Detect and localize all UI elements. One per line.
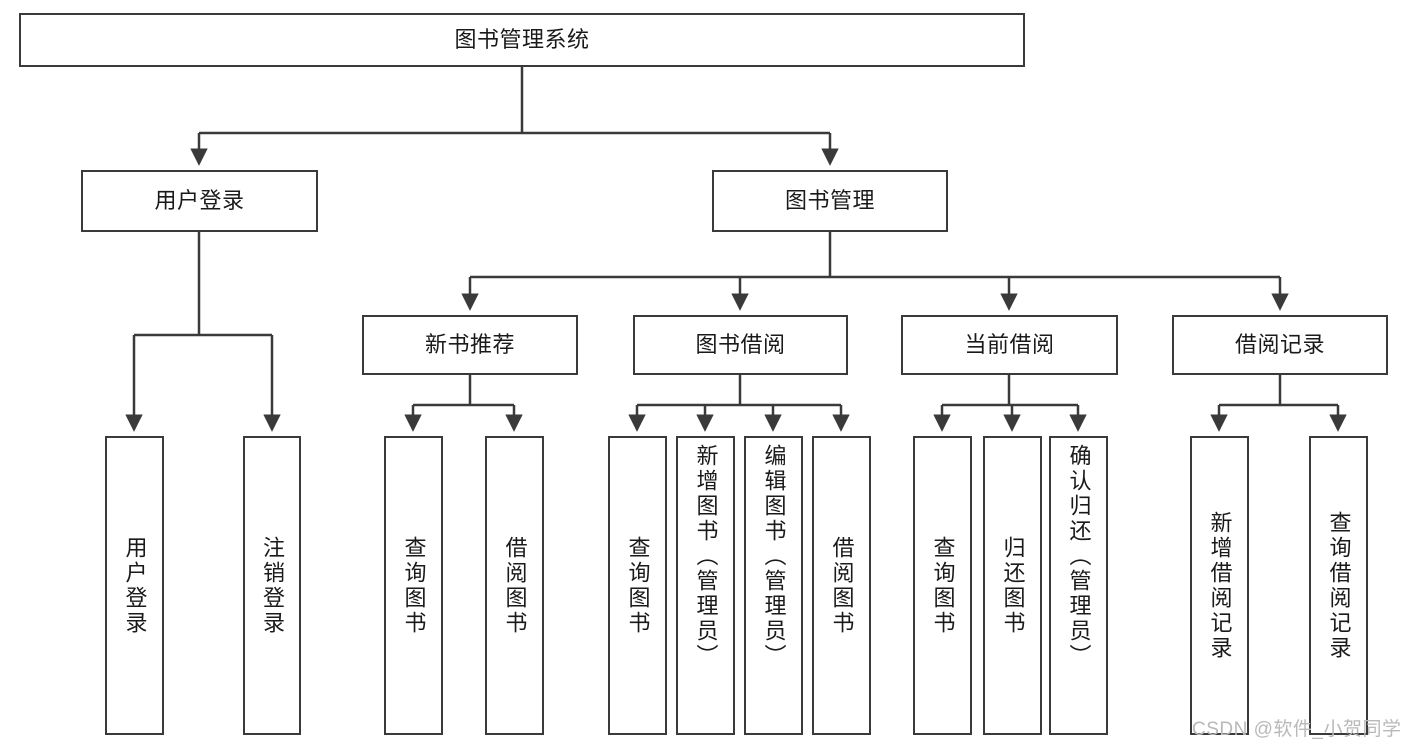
node-leaf-edit-book[interactable]: 编辑图书（管理员） bbox=[744, 436, 803, 735]
node-leaf-query-book-2[interactable]: 查询图书 bbox=[608, 436, 667, 735]
node-current-borrow[interactable]: 当前借阅 bbox=[901, 315, 1118, 375]
node-leaf-borrow-book-2-label: 借阅图书 bbox=[829, 535, 855, 636]
node-leaf-return-book-label: 归还图书 bbox=[1000, 535, 1026, 636]
node-borrow-record-label: 借阅记录 bbox=[1234, 331, 1325, 357]
node-leaf-borrow-book-2[interactable]: 借阅图书 bbox=[812, 436, 871, 735]
node-leaf-query-record-label: 查询借阅记录 bbox=[1326, 510, 1352, 661]
node-leaf-confirm-return[interactable]: 确认归还（管理员） bbox=[1049, 436, 1108, 735]
node-leaf-query-book-3-label: 查询图书 bbox=[930, 535, 956, 636]
node-leaf-query-record[interactable]: 查询借阅记录 bbox=[1309, 436, 1368, 735]
node-leaf-query-book-2-label: 查询图书 bbox=[625, 535, 651, 636]
node-root[interactable]: 图书管理系统 bbox=[19, 13, 1025, 67]
node-leaf-add-record-label: 新增借阅记录 bbox=[1207, 510, 1233, 661]
node-book-management-label: 图书管理 bbox=[784, 187, 875, 213]
node-leaf-user-login[interactable]: 用户登录 bbox=[105, 436, 164, 735]
node-leaf-query-book-1-label: 查询图书 bbox=[401, 535, 427, 636]
node-leaf-logout-label: 注销登录 bbox=[260, 535, 285, 636]
node-book-borrow-label: 图书借阅 bbox=[695, 331, 786, 357]
node-book-management[interactable]: 图书管理 bbox=[712, 170, 948, 232]
node-leaf-user-login-label: 用户登录 bbox=[122, 535, 148, 636]
node-current-borrow-label: 当前借阅 bbox=[964, 331, 1055, 357]
node-leaf-query-book-1[interactable]: 查询图书 bbox=[384, 436, 443, 735]
node-leaf-edit-book-label: 编辑图书（管理员） bbox=[761, 444, 787, 669]
node-root-label: 图书管理系统 bbox=[454, 26, 590, 52]
node-book-borrow[interactable]: 图书借阅 bbox=[633, 315, 848, 375]
node-user-login[interactable]: 用户登录 bbox=[81, 170, 318, 232]
node-leaf-return-book[interactable]: 归还图书 bbox=[983, 436, 1042, 735]
node-leaf-query-book-3[interactable]: 查询图书 bbox=[913, 436, 972, 735]
node-leaf-borrow-book-1[interactable]: 借阅图书 bbox=[485, 436, 544, 735]
node-new-book-recommend[interactable]: 新书推荐 bbox=[362, 315, 578, 375]
node-leaf-add-book-label: 新增图书（管理员） bbox=[693, 444, 719, 669]
node-borrow-record[interactable]: 借阅记录 bbox=[1172, 315, 1388, 375]
node-new-book-recommend-label: 新书推荐 bbox=[424, 331, 515, 357]
watermark: CSDN @软件_小贺同学 bbox=[1192, 719, 1402, 740]
node-leaf-confirm-return-label: 确认归还（管理员） bbox=[1066, 444, 1092, 669]
node-leaf-borrow-book-1-label: 借阅图书 bbox=[502, 535, 528, 636]
node-leaf-add-record[interactable]: 新增借阅记录 bbox=[1190, 436, 1249, 735]
node-leaf-logout[interactable]: 注销登录 bbox=[243, 436, 301, 735]
node-leaf-add-book[interactable]: 新增图书（管理员） bbox=[676, 436, 735, 735]
node-user-login-label: 用户登录 bbox=[154, 187, 245, 213]
